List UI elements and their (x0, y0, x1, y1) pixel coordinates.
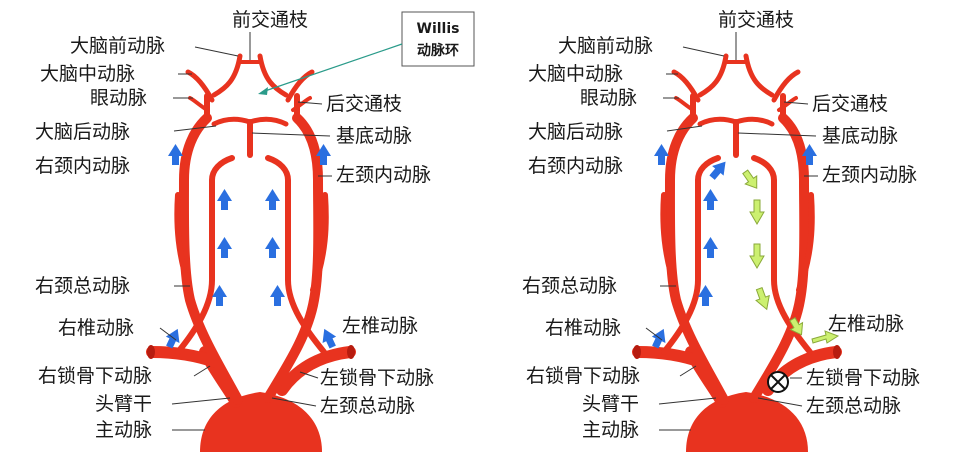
label-right-internal-carotid: 右颈内动脉 (35, 155, 130, 177)
label-left-vertebral: 左椎动脉 (342, 315, 418, 337)
label-right-vertebral: 右椎动脉 (545, 317, 621, 339)
label-anterior-cerebral: 大脑前动脉 (558, 35, 653, 57)
up-arrow-icon (698, 285, 713, 306)
callout-line1: Willis (417, 21, 460, 37)
label-posterior-communicating: 后交通枝 (812, 93, 888, 115)
label-right-common-carotid: 右颈总动脉 (35, 275, 130, 297)
label-posterior-cerebral: 大脑后动脉 (35, 121, 130, 143)
label-anterior-cerebral: 大脑前动脉 (70, 35, 165, 57)
down-arrow-icon (742, 169, 758, 189)
label-middle-cerebral: 大脑中动脉 (528, 63, 623, 85)
flow-arrows-left (165, 144, 337, 349)
label-aorta: 主动脉 (95, 419, 152, 441)
label-anterior-communicating: 前交通枝 (718, 9, 794, 31)
labels-left: 前交通枝 大脑前动脉 大脑中动脉 眼动脉 后交通枝 大脑后动脉 基底动脉 右颈内… (35, 9, 434, 441)
up-arrow-icon (322, 328, 337, 349)
label-left-internal-carotid: 左颈内动脉 (336, 164, 431, 186)
down-arrow-icon (749, 199, 765, 225)
down-arrow-icon (749, 243, 765, 269)
up-arrow-icon (265, 237, 280, 258)
up-arrow-icon (654, 144, 669, 165)
label-ophthalmic: 眼动脉 (580, 87, 637, 109)
up-arrow-icon (709, 161, 726, 180)
label-anterior-communicating: 前交通枝 (232, 9, 308, 31)
up-arrow-icon (212, 285, 227, 306)
label-aorta: 主动脉 (582, 419, 639, 441)
artery-tree-left (147, 56, 355, 452)
right-diagram: 前交通枝 大脑前动脉 大脑中动脉 眼动脉 后交通枝 大脑后动脉 基底动脉 右颈内… (522, 9, 920, 452)
up-arrow-icon (651, 328, 666, 349)
up-arrow-icon (217, 189, 232, 210)
up-arrow-icon (270, 285, 285, 306)
willis-callout: Willis 动脉环 (258, 11, 475, 95)
label-ophthalmic: 眼动脉 (90, 87, 147, 109)
up-arrow-icon (265, 189, 280, 210)
up-arrow-icon (802, 144, 817, 165)
label-brachiocephalic: 头臂干 (582, 393, 639, 415)
label-posterior-communicating: 后交通枝 (326, 93, 402, 115)
callout-arrow-icon (258, 87, 268, 95)
up-arrow-icon (703, 189, 718, 210)
up-arrow-icon (168, 144, 183, 165)
label-right-subclavian: 右锁骨下动脉 (38, 365, 152, 387)
occlusion-circle-x-icon (767, 371, 789, 393)
label-left-subclavian: 左锁骨下动脉 (806, 367, 920, 389)
labels-right: 前交通枝 大脑前动脉 大脑中动脉 眼动脉 后交通枝 大脑后动脉 基底动脉 右颈内… (522, 9, 920, 441)
label-right-internal-carotid: 右颈内动脉 (528, 155, 623, 177)
label-middle-cerebral: 大脑中动脉 (40, 63, 135, 85)
label-left-internal-carotid: 左颈内动脉 (822, 164, 917, 186)
label-basilar: 基底动脉 (822, 125, 898, 147)
artery-tree-right (633, 56, 841, 452)
label-basilar: 基底动脉 (336, 125, 412, 147)
label-right-vertebral: 右椎动脉 (58, 317, 134, 339)
up-arrow-icon (316, 144, 331, 165)
label-posterior-cerebral: 大脑后动脉 (528, 121, 623, 143)
up-arrow-icon (165, 328, 180, 349)
label-left-subclavian: 左锁骨下动脉 (320, 367, 434, 389)
up-arrow-icon (217, 237, 232, 258)
callout-line2: 动脉环 (417, 42, 459, 59)
up-arrow-icon (703, 237, 718, 258)
label-left-vertebral: 左椎动脉 (828, 313, 904, 335)
down-arrow-icon (789, 317, 804, 336)
label-left-common-carotid: 左颈总动脉 (806, 395, 901, 417)
left-diagram: Willis 动脉环 前交通枝 大脑前动脉 大脑中动脉 眼动脉 后交通枝 大脑后… (35, 9, 475, 452)
label-left-common-carotid: 左颈总动脉 (320, 395, 415, 417)
flow-arrows-right-blue (651, 144, 817, 349)
right-arrow-icon (811, 330, 840, 344)
label-right-subclavian: 右锁骨下动脉 (526, 365, 640, 387)
label-right-common-carotid: 右颈总动脉 (522, 275, 617, 297)
down-arrow-icon (755, 286, 770, 311)
flow-arrows-right-green (742, 169, 840, 344)
label-brachiocephalic: 头臂干 (95, 393, 152, 415)
